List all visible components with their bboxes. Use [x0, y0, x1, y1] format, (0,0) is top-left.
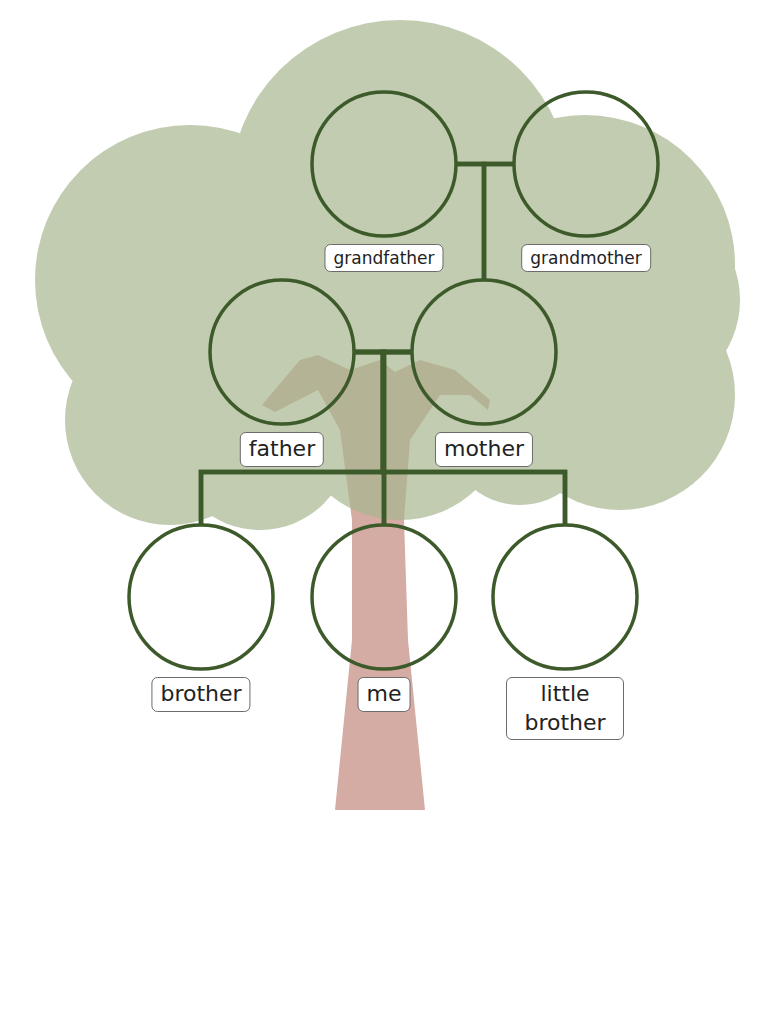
circle-outline	[409, 277, 559, 427]
person-circle: me	[309, 522, 459, 672]
circle-outline	[511, 89, 661, 239]
name-label: father	[240, 432, 324, 467]
circle-outline	[490, 522, 640, 672]
person-circle: grandmother	[511, 89, 661, 239]
family-connector	[354, 352, 565, 525]
family-connector	[354, 352, 384, 525]
family-connector	[484, 164, 514, 280]
person-circle: father	[207, 277, 357, 427]
circle-outline	[207, 277, 357, 427]
family-connector	[201, 352, 383, 525]
person-circle: brother	[126, 522, 276, 672]
person-circle: grandfather	[309, 89, 459, 239]
family-connector	[383, 352, 565, 525]
name-label: mother	[435, 432, 533, 467]
name-label: me	[358, 677, 411, 712]
name-label: grandfather	[324, 244, 443, 272]
person-circle: little brother	[490, 522, 640, 672]
tree-canopy	[35, 20, 740, 530]
person-circle: mother	[409, 277, 559, 427]
family-connector	[201, 352, 412, 525]
name-label: grandmother	[521, 244, 651, 272]
family-connector	[384, 352, 412, 525]
name-label: brother	[151, 677, 250, 712]
circle-outline	[126, 522, 276, 672]
circle-outline	[309, 89, 459, 239]
name-label: little brother	[506, 677, 624, 740]
circle-outline	[309, 522, 459, 672]
family-connector	[456, 164, 484, 280]
